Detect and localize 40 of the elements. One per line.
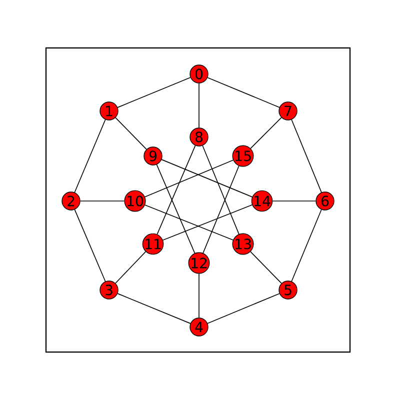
graph-node: 3 [100,280,118,300]
edge-line [198,273,200,318]
graph-node: 10 [124,190,146,212]
graph-node: 12 [188,252,210,274]
edge-line [144,160,234,198]
graph-node: 11 [142,233,164,255]
edge-line [198,82,200,128]
edge-line [202,165,240,254]
edge-line [291,209,322,282]
edge-line [250,117,282,149]
graph-node: 2 [62,192,80,210]
edge-line [202,145,240,234]
graph-node: 7 [278,102,298,120]
edge-line [117,293,191,324]
edge-line [272,200,316,202]
edge-line [156,145,196,235]
edge-line [207,77,280,108]
edge-line [162,204,252,240]
edge-line [144,204,234,240]
edge-line [115,117,147,150]
graph-node: 4 [190,318,208,336]
edge-line [80,200,125,202]
edge-line [115,251,146,284]
edge-line [250,251,282,284]
edge-line [156,164,196,254]
graph-node: 6 [316,192,334,210]
graph-node: 15 [232,145,254,167]
edge-line [74,119,106,193]
graph-node: 13 [232,233,254,255]
graph-node: 8 [190,128,208,146]
graph-node: 14 [251,190,273,212]
graph-node: 5 [278,280,298,300]
graph-node: 9 [144,146,162,166]
edge-line [291,119,322,193]
edge-line [161,159,253,198]
graph-node: 0 [190,64,208,84]
edge-line [117,77,191,108]
edge-line [207,293,280,324]
graph-node: 1 [100,102,118,120]
edge-line [74,209,106,282]
